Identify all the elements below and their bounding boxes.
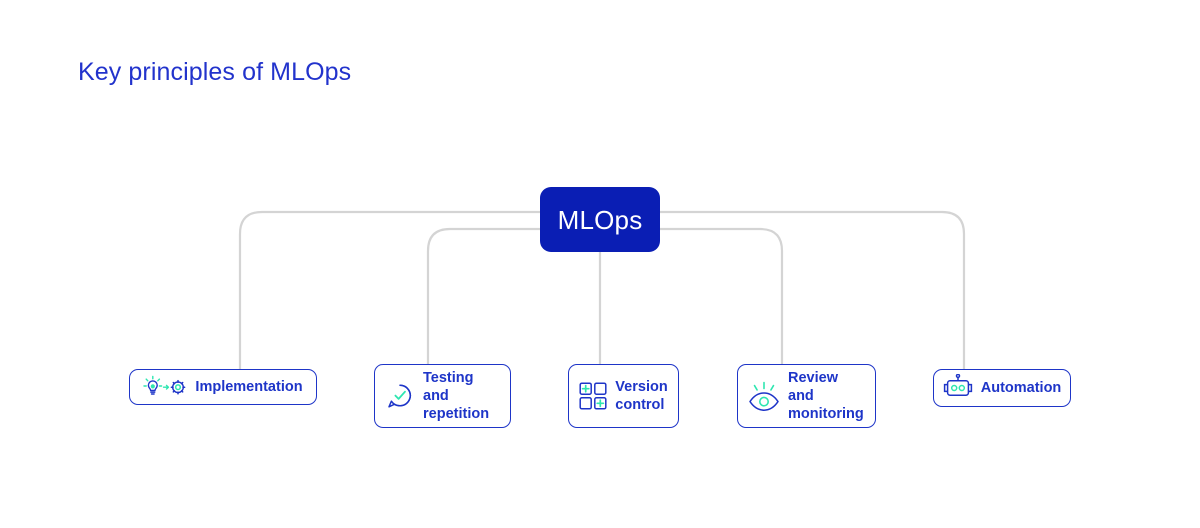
- central-node-label: MLOps: [557, 204, 643, 235]
- node-automation-label: Automation: [980, 379, 1062, 396]
- central-node[interactable]: MLOps: [540, 187, 660, 252]
- node-version-control[interactable]: Version control: [568, 364, 679, 428]
- connector-testing-repetition: [426, 227, 542, 366]
- node-automation[interactable]: Automation: [933, 369, 1071, 407]
- robot-head-icon: [943, 373, 973, 402]
- node-testing-repetition-label: Testing and repetition: [423, 369, 490, 423]
- speech-bubble-check-icon: [385, 381, 415, 411]
- grid-plus-icon: [579, 382, 607, 410]
- node-testing-repetition[interactable]: Testing and repetition: [374, 364, 511, 428]
- node-review-monitoring-label: Review and monitoring: [788, 369, 864, 423]
- node-implementation[interactable]: Implementation: [129, 369, 317, 405]
- connector-implementation: [238, 210, 542, 371]
- node-implementation-label: Implementation: [195, 378, 303, 395]
- node-version-control-label: Version control: [615, 378, 668, 413]
- page-title: Key principles of MLOps: [78, 58, 352, 86]
- connector-review-monitoring: [658, 227, 784, 366]
- lightbulb-arrow-gear-icon: [143, 375, 187, 399]
- connector-automation: [658, 210, 966, 371]
- eye-rays-icon: [748, 381, 780, 411]
- node-review-monitoring[interactable]: Review and monitoring: [737, 364, 876, 428]
